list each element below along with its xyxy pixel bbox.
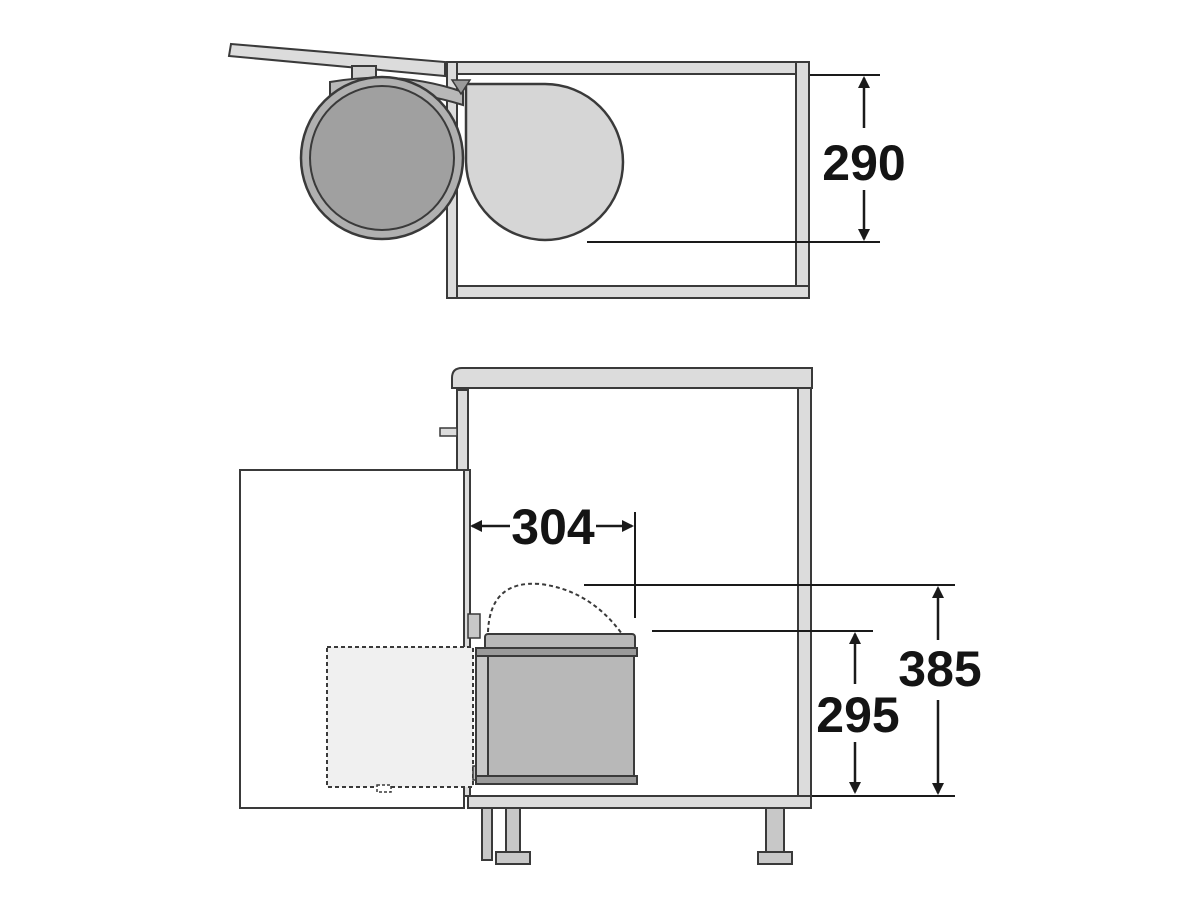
side-view-worktop — [451, 367, 813, 389]
dimension-depth: 290 — [587, 74, 906, 243]
side-view-legs — [481, 807, 793, 865]
dimension-total-height-label: 385 — [898, 641, 981, 697]
side-view-door-bracket — [376, 784, 392, 793]
dimension-total-height: 385 — [584, 584, 982, 797]
dimension-pullout: 304 — [470, 499, 636, 618]
top-view-right-bin — [464, 82, 625, 242]
dimension-pullout-label: 304 — [511, 499, 595, 555]
dimension-bin-height-label: 295 — [816, 687, 899, 743]
top-view-left-bin — [299, 75, 465, 241]
side-view-cabinet — [456, 387, 812, 809]
dimension-bin-height: 295 — [652, 630, 900, 794]
side-view: 304 295 385 — [239, 367, 982, 865]
top-view: 290 — [227, 42, 906, 299]
side-view-rail-mount — [467, 613, 481, 639]
side-view-bin-pulled-out — [326, 646, 474, 788]
dimension-depth-label: 290 — [822, 135, 905, 191]
top-view-door — [227, 42, 446, 78]
side-view-bin — [475, 633, 638, 785]
side-view-knob — [439, 427, 458, 437]
top-view-pivot — [450, 79, 472, 96]
